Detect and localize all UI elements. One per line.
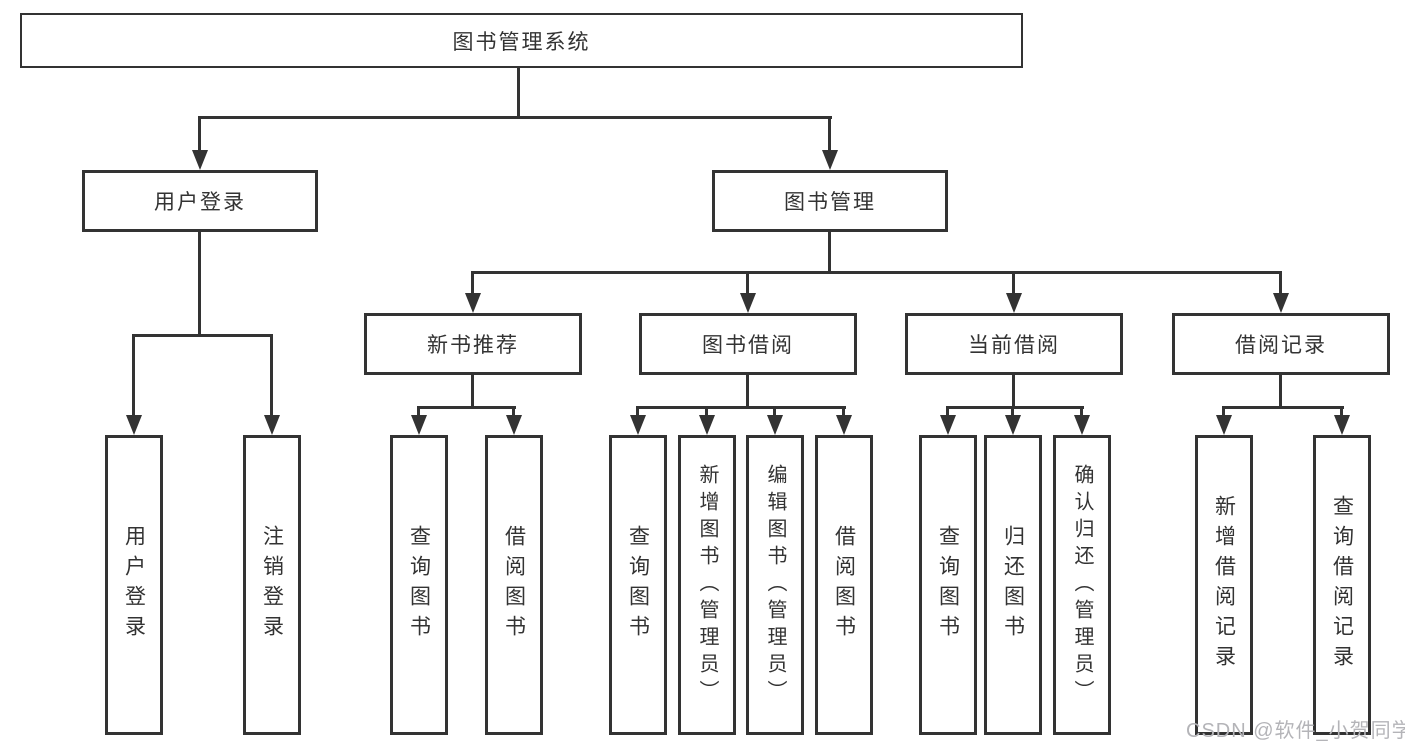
node-label: 新增借阅记录	[1212, 495, 1236, 675]
leaf-add-borrow-record: 新增借阅记录	[1195, 435, 1253, 735]
arrow-down-icon	[699, 415, 715, 435]
node-label: 确认归还（管理员）	[1071, 463, 1093, 707]
node-label: 编辑图书（管理员）	[764, 463, 786, 707]
leaf-borrow-books-recommend: 借阅图书	[485, 435, 543, 735]
node-current-borrowing: 当前借阅	[905, 313, 1123, 375]
node-new-book-recommendation: 新书推荐	[364, 313, 582, 375]
connector-vline	[1011, 406, 1014, 417]
connector-vline	[198, 116, 201, 152]
connector-vline	[636, 406, 639, 417]
connector-vline	[471, 271, 474, 295]
node-label: 注销登录	[260, 525, 284, 645]
connector-vline	[828, 116, 831, 152]
connector-hline	[417, 406, 516, 409]
watermark: CSDN @软件_小贺同学	[1186, 720, 1405, 742]
node-label: 查询图书	[936, 525, 960, 645]
connector-hline	[198, 116, 832, 119]
node-label: 用户登录	[122, 525, 146, 645]
connector-vline	[842, 406, 845, 417]
connector-vline	[471, 375, 474, 408]
arrow-down-icon	[1273, 293, 1289, 313]
leaf-query-books-current: 查询图书	[919, 435, 977, 735]
connector-hline	[636, 406, 846, 409]
connector-vline	[270, 334, 273, 417]
arrow-down-icon	[767, 415, 783, 435]
connector-vline	[773, 406, 776, 417]
node-label: 图书管理系统	[452, 30, 591, 54]
node-label: 图书管理	[784, 191, 876, 214]
node-label: 用户登录	[154, 191, 246, 214]
arrow-down-icon	[630, 415, 646, 435]
connector-vline	[517, 66, 520, 118]
connector-vline	[746, 271, 749, 295]
node-user-login: 用户登录	[82, 170, 318, 232]
connector-vline	[417, 406, 420, 417]
leaf-edit-book-admin: 编辑图书（管理员）	[746, 435, 804, 735]
connector-vline	[1340, 406, 1343, 417]
leaf-query-books-recommend: 查询图书	[390, 435, 448, 735]
node-book-borrowing: 图书借阅	[639, 313, 857, 375]
connector-vline	[512, 406, 515, 417]
connector-vline	[1012, 271, 1015, 295]
arrow-down-icon	[192, 150, 208, 170]
connector-vline	[1080, 406, 1083, 417]
connector-hline	[946, 406, 1084, 409]
node-borrowing-records: 借阅记录	[1172, 313, 1390, 375]
arrow-down-icon	[740, 293, 756, 313]
node-label: 查询图书	[407, 525, 431, 645]
node-label: 查询借阅记录	[1330, 495, 1354, 675]
node-label: 查询图书	[626, 525, 650, 645]
connector-vline	[746, 375, 749, 408]
node-label: 归还图书	[1001, 525, 1025, 645]
arrow-down-icon	[1074, 415, 1090, 435]
connector-vline	[705, 406, 708, 417]
node-label: 当前借阅	[968, 334, 1060, 357]
node-label: 借阅记录	[1235, 334, 1327, 357]
connector-vline	[946, 406, 949, 417]
node-root: 图书管理系统	[20, 13, 1023, 68]
node-label: 新书推荐	[427, 334, 519, 357]
arrow-down-icon	[506, 415, 522, 435]
arrow-down-icon	[264, 415, 280, 435]
leaf-query-borrow-record: 查询借阅记录	[1313, 435, 1371, 735]
leaf-user-login: 用户登录	[105, 435, 163, 735]
connector-vline	[828, 232, 831, 273]
connector-vline	[1012, 375, 1015, 408]
arrow-down-icon	[1216, 415, 1232, 435]
arrow-down-icon	[126, 415, 142, 435]
arrow-down-icon	[465, 293, 481, 313]
arrow-down-icon	[1334, 415, 1350, 435]
node-label: 借阅图书	[832, 525, 856, 645]
leaf-query-books-borrowing: 查询图书	[609, 435, 667, 735]
arrow-down-icon	[836, 415, 852, 435]
arrow-down-icon	[1005, 415, 1021, 435]
connector-vline	[132, 334, 135, 417]
arrow-down-icon	[1006, 293, 1022, 313]
arrow-down-icon	[411, 415, 427, 435]
arrow-down-icon	[822, 150, 838, 170]
arrow-down-icon	[940, 415, 956, 435]
node-label: 借阅图书	[502, 525, 526, 645]
connector-vline	[1279, 271, 1282, 295]
connector-hline	[471, 271, 1282, 274]
leaf-borrow-books-borrowing: 借阅图书	[815, 435, 873, 735]
node-label: 图书借阅	[702, 334, 794, 357]
connector-vline	[1279, 375, 1282, 408]
leaf-add-book-admin: 新增图书（管理员）	[678, 435, 736, 735]
node-label: 新增图书（管理员）	[696, 463, 718, 707]
leaf-confirm-return-admin: 确认归还（管理员）	[1053, 435, 1111, 735]
connector-hline	[1222, 406, 1344, 409]
connector-vline	[1222, 406, 1225, 417]
leaf-logout-login: 注销登录	[243, 435, 301, 735]
leaf-return-books: 归还图书	[984, 435, 1042, 735]
connector-hline	[132, 334, 273, 337]
node-book-management: 图书管理	[712, 170, 948, 232]
connector-vline	[198, 232, 201, 337]
